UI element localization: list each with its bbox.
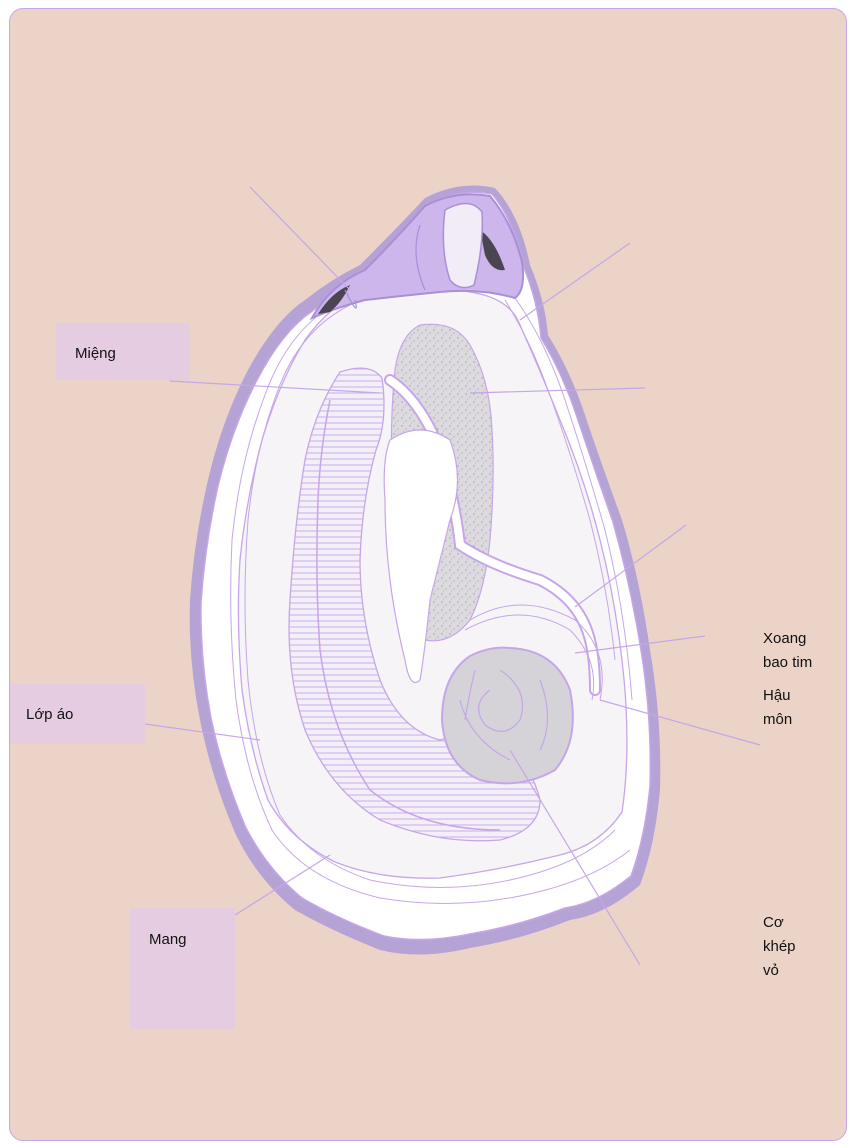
label-mieng: Miệng — [75, 342, 116, 366]
label-lop-ao: Lớp áo — [26, 703, 73, 727]
adductor-muscle — [442, 648, 573, 784]
hinge-core — [443, 203, 482, 287]
label-co-khep-vo: Cơ khép vỏ — [763, 911, 796, 983]
label-hau-mon: Hậu môn — [763, 684, 792, 732]
label-line: vỏ — [763, 959, 796, 983]
label-line: Hậu — [763, 684, 792, 708]
label-xoang-bao-tim: Xoang bao tim — [763, 627, 812, 675]
leader-line — [520, 243, 630, 320]
label-line: môn — [763, 708, 792, 732]
leader-line — [250, 187, 350, 290]
label-box-mang — [130, 908, 235, 1029]
label-line: Cơ — [763, 911, 796, 935]
label-line: bao tim — [763, 651, 812, 675]
label-mang: Mang — [149, 928, 187, 952]
label-line: Xoang — [763, 627, 812, 651]
label-line: khép — [763, 935, 796, 959]
